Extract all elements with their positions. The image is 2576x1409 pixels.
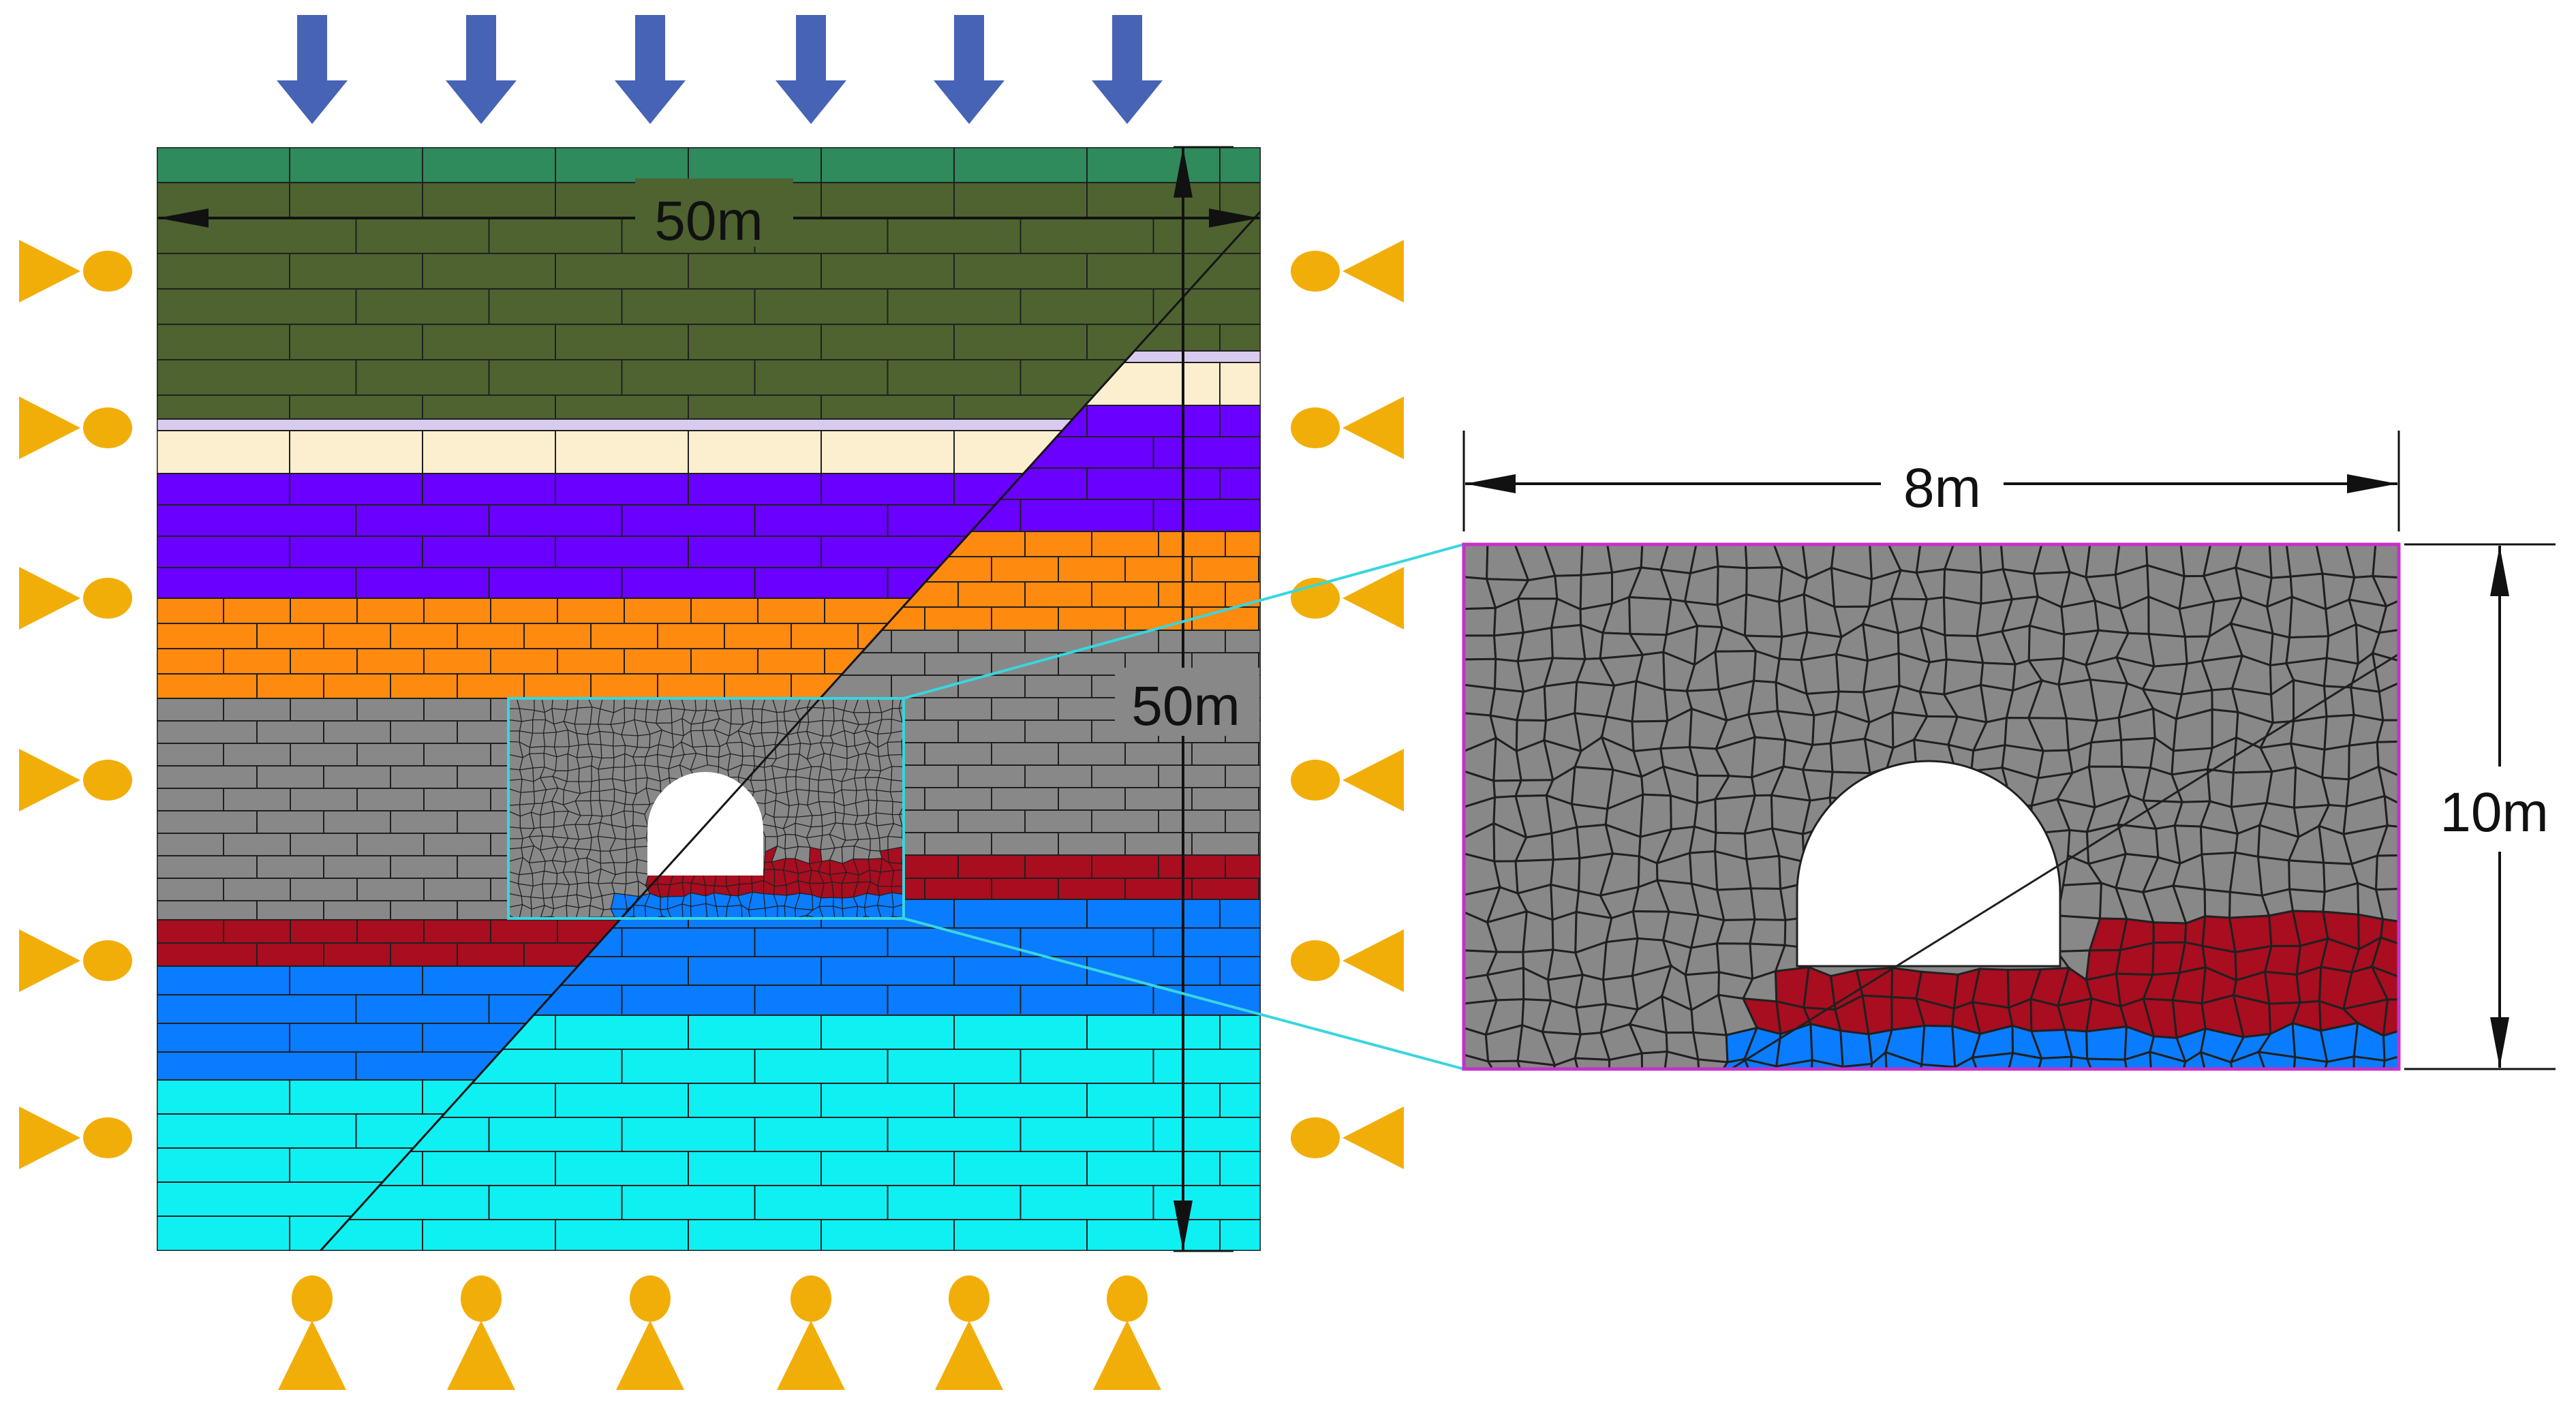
right-support-column — [1291, 240, 1404, 1169]
roller-support-icon — [19, 397, 132, 459]
bottom-support-row — [278, 1275, 1161, 1390]
layer-left-3 — [157, 419, 1073, 431]
joints-r-2 — [1134, 217, 1261, 352]
layer-right-3 — [1124, 351, 1261, 362]
layer-left-1 — [157, 147, 1261, 183]
height-label-detail: 10m — [2440, 781, 2549, 843]
joints-l-9 — [157, 966, 553, 1081]
down-arrow-icon — [277, 15, 348, 124]
roller-support-icon — [19, 567, 132, 630]
layer-left-10 — [157, 1080, 475, 1251]
pin-support-icon — [278, 1275, 346, 1390]
roller-support-icon — [19, 749, 132, 811]
mesh-inset — [508, 698, 904, 918]
height-dimension-model: 50m — [1115, 146, 1259, 1252]
height-label-model: 50m — [1131, 675, 1240, 737]
fault-line-detail — [1730, 653, 2399, 1069]
pin-support-icon — [1093, 1275, 1161, 1390]
height-dimension-detail: 10m — [2404, 543, 2556, 1070]
layer-left-4 — [157, 431, 1062, 474]
width-label-model: 50m — [654, 190, 763, 252]
roller-support-icon — [1291, 929, 1404, 992]
fault-line — [319, 210, 1261, 1251]
down-arrow-icon — [776, 15, 846, 124]
width-dimension-detail: 8m — [1462, 431, 2400, 531]
joints-r-5 — [970, 405, 1261, 532]
joints-l-2 — [157, 183, 1255, 420]
roller-support-icon — [1291, 397, 1404, 459]
top-load-arrows — [277, 15, 1163, 124]
detail-frame — [1462, 542, 2401, 1071]
zoom-connectors — [903, 543, 1465, 1070]
pin-support-icon — [935, 1275, 1003, 1390]
roller-support-icon — [1291, 749, 1404, 811]
left-support-column — [19, 240, 132, 1169]
roller-support-icon — [19, 929, 132, 992]
down-arrow-icon — [446, 15, 517, 124]
roller-support-icon — [1291, 240, 1404, 303]
joints-l-5 — [157, 474, 996, 599]
down-arrow-icon — [615, 15, 686, 124]
width-label-detail: 8m — [1903, 457, 1981, 519]
joints-l-8 — [157, 920, 599, 967]
down-arrow-icon — [934, 15, 1005, 124]
width-dimension-model: 50m — [158, 179, 1259, 252]
pin-support-icon — [447, 1275, 515, 1390]
joints-r-10 — [320, 1015, 1261, 1251]
layer-right-10 — [320, 1015, 1261, 1251]
joints-r-4 — [1085, 362, 1261, 406]
joints-r-6 — [881, 531, 1261, 631]
layer-right-4 — [1085, 362, 1261, 405]
roller-support-icon — [19, 1106, 132, 1169]
down-arrow-icon — [1092, 15, 1163, 124]
zoom-box — [507, 697, 905, 920]
tunnel-opening-detail — [1796, 760, 2061, 967]
pin-support-icon — [777, 1275, 845, 1390]
model-block — [157, 147, 1261, 1251]
pin-support-icon — [616, 1275, 684, 1390]
joints-l-10 — [157, 1080, 444, 1251]
detail-view — [1464, 544, 2399, 1069]
layer-right-2 — [1134, 183, 1261, 351]
roller-support-icon — [19, 240, 132, 303]
roller-support-icon — [1291, 1106, 1404, 1169]
joints-l-4 — [157, 431, 1024, 474]
